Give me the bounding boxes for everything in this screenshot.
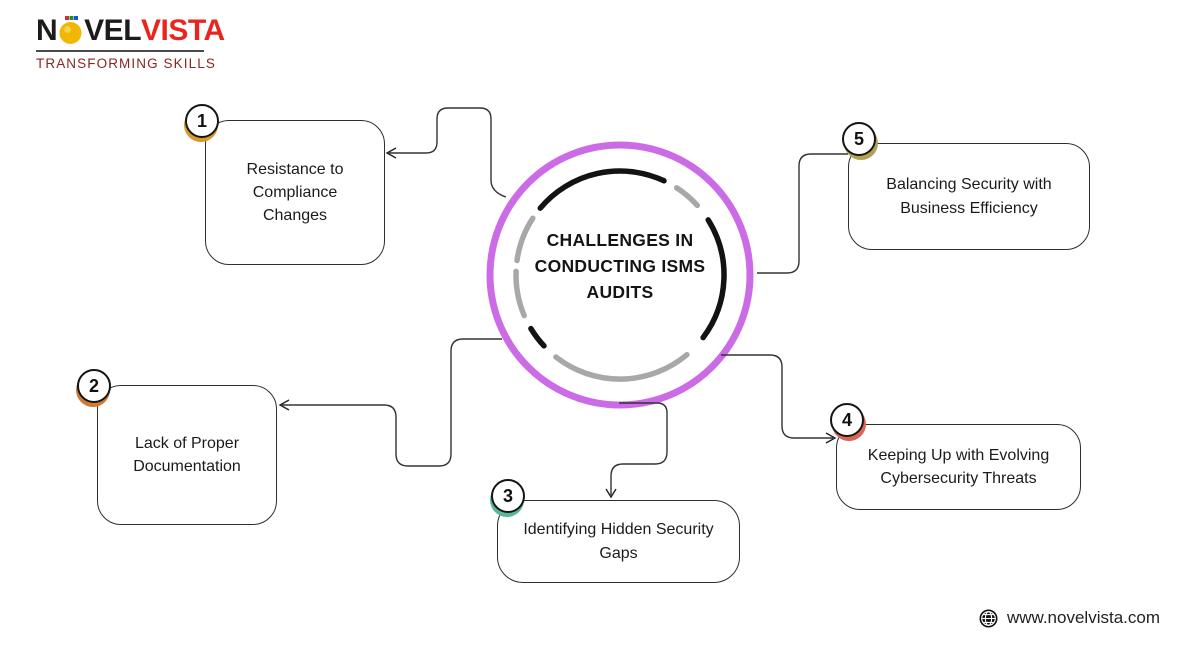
item-number-badge: 1 (185, 104, 219, 138)
item-number-badge: 3 (491, 479, 525, 513)
item-box-keeping-up-with-evolving-cybersecurity-threats: 4 Keeping Up with Evolving Cybersecurity… (830, 403, 1081, 510)
dash-arc-topright-gray (673, 185, 701, 209)
item-box-lack-of-proper-documentation: 2 Lack of Proper Documentation (77, 369, 277, 525)
connector-item-5 (757, 153, 848, 274)
item-label: Resistance to Compliance Changes (246, 160, 344, 225)
connector-item-3 (610, 402, 668, 495)
connector-item-1 (389, 107, 507, 198)
center-title-line-2: CONDUCTING ISMS (534, 255, 706, 276)
website-url: www.novelvista.com (1006, 608, 1160, 627)
logo-text-n: N (36, 14, 58, 47)
globe-icon (979, 609, 998, 628)
item-number-badge: 2 (77, 369, 111, 403)
item-number: 2 (88, 375, 99, 396)
item-box-identifying-hidden-security-gaps: 3 Identifying Hidden Security Gaps (491, 479, 740, 583)
item-number: 1 (196, 110, 207, 131)
item-number-badge: 5 (842, 122, 876, 156)
center-title-line-3: AUDITS (586, 281, 654, 302)
item-label: Lack of Proper Documentation (133, 434, 241, 475)
logo-text-vel: VEL (84, 14, 142, 47)
outer-ring (486, 141, 754, 409)
item-box-balancing-security-with-business-efficiency: 5 Balancing Security with Business Effic… (842, 122, 1090, 250)
item-number-badge: 4 (830, 403, 864, 437)
dash-arc-left-upper-gray (514, 215, 536, 264)
item-number: 4 (841, 409, 852, 430)
arrowhead-item-4 (825, 432, 837, 444)
dash-arc-right-black (700, 217, 727, 341)
arrowhead-item-2 (278, 399, 290, 411)
center-title-line-1: CHALLENGES IN (546, 230, 694, 250)
lightbulb-icon (58, 16, 83, 46)
item-number: 3 (502, 485, 513, 506)
item-number: 5 (853, 128, 864, 149)
item-label: Identifying Hidden Security Gaps (523, 521, 714, 562)
center-title: CHALLENGES IN CONDUCTING ISMS AUDITS (510, 228, 730, 306)
item-label: Keeping Up with Evolving Cybersecurity T… (867, 446, 1050, 487)
dash-arc-left-lower-gray (513, 268, 527, 319)
item-box-resistance-to-compliance-changes: 1 Resistance to Compliance Changes (185, 104, 385, 265)
logo-divider (36, 50, 204, 52)
connector-item-2 (282, 338, 502, 467)
arrowhead-item-1 (385, 147, 397, 159)
dash-arc-top-black (537, 168, 667, 211)
logo-tagline: TRANSFORMING SKILLS (36, 56, 216, 71)
dash-arc-bottomleft-black (528, 325, 547, 349)
arrowhead-item-3 (605, 488, 617, 499)
footer: www.novelvista.com (979, 608, 1160, 628)
dash-arc-bottom-gray (553, 351, 690, 382)
item-label: Balancing Security with Business Efficie… (886, 176, 1052, 217)
inner-dashed-ring (513, 168, 727, 382)
connector-item-4 (721, 354, 833, 439)
logo-text-vista: VISTA (141, 14, 225, 47)
